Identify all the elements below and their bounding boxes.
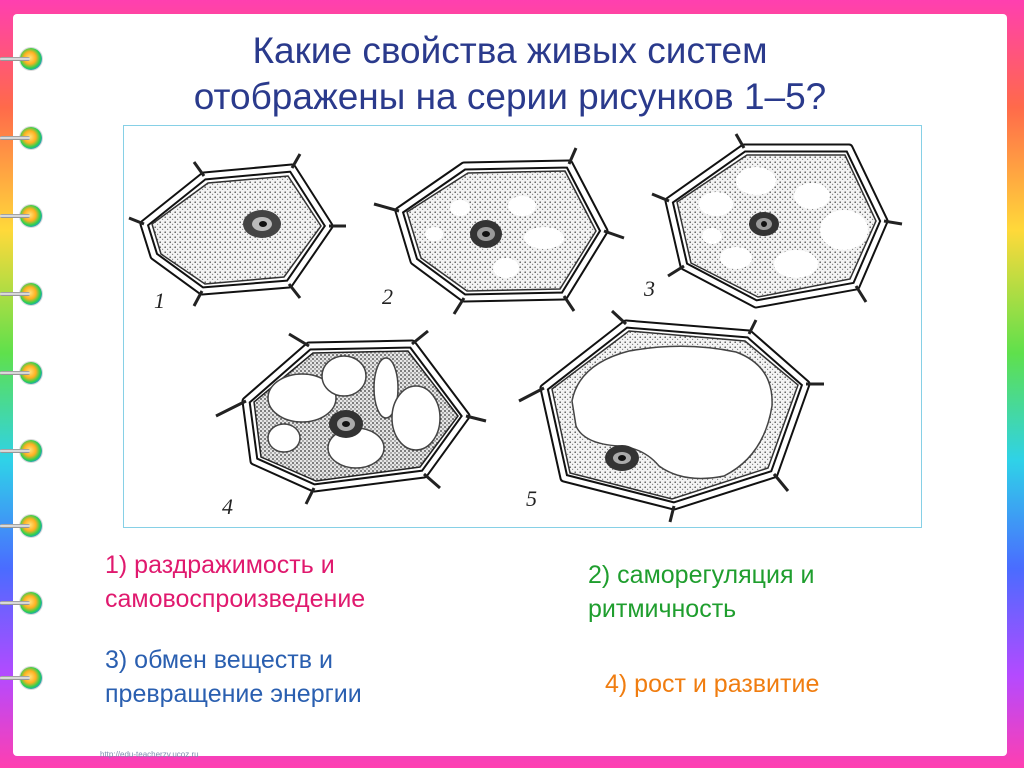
title-line-1: Какие свойства живых систем: [252, 30, 768, 71]
notebook-ring-icon: [0, 205, 42, 227]
answer-2-line-2: ритмичность: [588, 595, 737, 623]
cell-4: [215, 329, 487, 505]
answer-4-line-1: 4) рост и развитие: [605, 670, 820, 698]
figure-label-4: 4: [222, 494, 233, 519]
answer-option-2: 2) саморегуляция и ритмичность: [588, 558, 814, 626]
notebook-ring-icon: [0, 362, 42, 384]
answer-3-line-1: 3) обмен веществ и: [105, 646, 333, 674]
answer-option-4: 4) рост и развитие: [605, 667, 819, 701]
answer-1-line-1: 1) раздражимость и: [105, 551, 335, 579]
notebook-rings: [0, 0, 60, 768]
notebook-ring-icon: [0, 592, 42, 614]
figure-label-3: 3: [643, 276, 655, 301]
cell-3: [651, 133, 903, 309]
cell-2: [373, 147, 625, 315]
cell-1: [128, 153, 346, 307]
notebook-ring-icon: [0, 283, 42, 305]
title-line-2: отображены на серии рисунков 1–5?: [193, 76, 827, 117]
notebook-ring-icon: [0, 515, 42, 537]
answer-3-line-2: превращение энергии: [105, 680, 362, 708]
cell-series-illustration: 1 2: [128, 133, 903, 523]
figure-label-5: 5: [526, 486, 537, 511]
figure-label-1: 1: [154, 288, 165, 313]
answer-1-line-2: самовоспроизведение: [105, 585, 366, 613]
cell-5: [518, 309, 824, 523]
notebook-ring-icon: [0, 667, 42, 689]
notebook-ring-icon: [0, 48, 42, 70]
answer-option-1: 1) раздражимость и самовоспроизведение: [105, 548, 365, 616]
notebook-ring-icon: [0, 440, 42, 462]
page-title: Какие свойства живых систем отображены н…: [60, 28, 960, 120]
notebook-ring-icon: [0, 127, 42, 149]
answer-2-line-1: 2) саморегуляция и: [588, 561, 815, 589]
figure-label-2: 2: [382, 284, 393, 309]
cell-growth-figure: 1 2: [123, 125, 922, 528]
source-url: http://edu-teacherzv.ucoz.ru: [100, 750, 199, 759]
answer-option-3: 3) обмен веществ и превращение энергии: [105, 643, 362, 711]
